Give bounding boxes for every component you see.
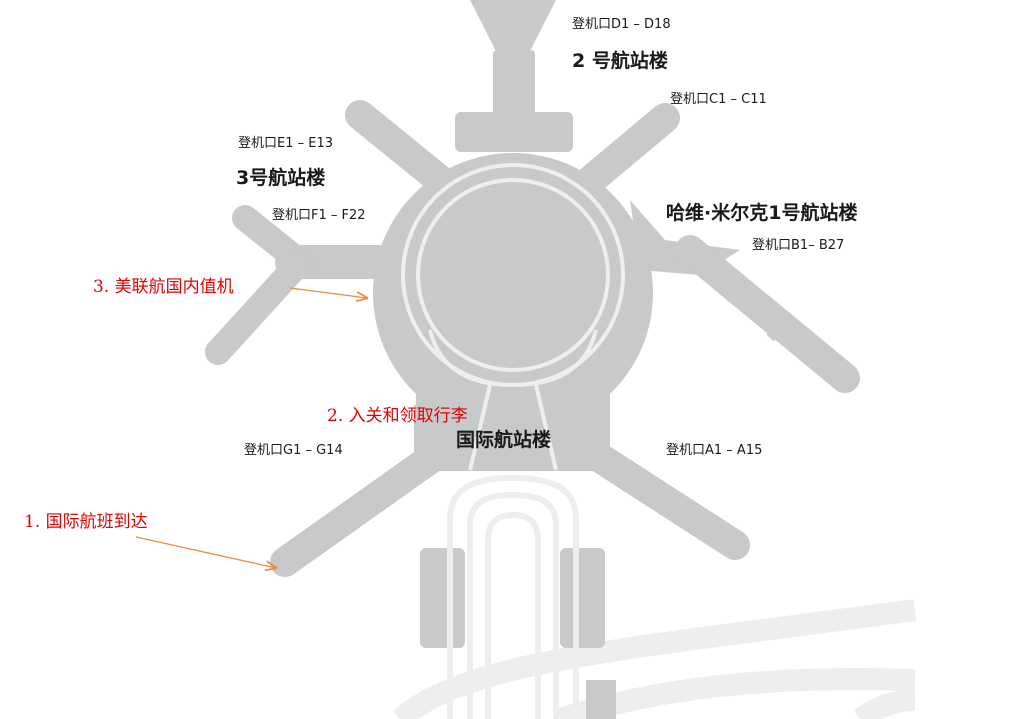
roadway-lines bbox=[392, 599, 917, 719]
gate-a-label: 登机口A1 – A15 bbox=[666, 443, 763, 458]
pier-b-stub-1 bbox=[721, 281, 744, 302]
annotation-step-2: 2. 入关和领取行李 bbox=[327, 406, 468, 426]
pier-b-stub-2 bbox=[766, 318, 789, 342]
terminal-3-label: 3号航站楼 bbox=[236, 167, 326, 189]
pier-c bbox=[570, 103, 680, 200]
annotation-step-1: 1. 国际航班到达 bbox=[24, 512, 148, 532]
garage-left bbox=[420, 548, 465, 648]
pier-f-spur-down bbox=[205, 249, 313, 365]
arrow-step-3 bbox=[289, 287, 367, 298]
terminal-2-block bbox=[455, 112, 573, 152]
annotation-step-3: 3. 美联航国内值机 bbox=[93, 277, 234, 297]
terminal-2-stem bbox=[493, 50, 535, 120]
garage-right bbox=[560, 548, 605, 648]
terminal-2-funnel bbox=[470, 0, 556, 55]
pier-e bbox=[345, 100, 455, 195]
terminal-2-label: 2 号航站楼 bbox=[572, 50, 668, 72]
arrow-step-1 bbox=[135, 536, 276, 568]
international-terminal-block bbox=[414, 405, 610, 471]
terminal-roadways bbox=[447, 474, 579, 719]
gate-g-label: 登机口G1 – G14 bbox=[244, 443, 343, 458]
gate-f-label: 登机口F1 – F22 bbox=[272, 208, 366, 223]
gate-d-label: 登机口D1 – D18 bbox=[572, 17, 671, 32]
terminal-buildings bbox=[205, 0, 860, 719]
international-terminal-label: 国际航站楼 bbox=[456, 429, 552, 451]
terminal-1-label: 哈维·米尔克1号航站楼 bbox=[666, 202, 858, 224]
ring-details bbox=[401, 163, 625, 471]
pier-b bbox=[675, 235, 860, 393]
gate-b-label: 登机口B1– B27 bbox=[752, 238, 845, 253]
gate-c-label: 登机口C1 – C11 bbox=[670, 92, 767, 107]
bottom-right-building bbox=[586, 680, 616, 719]
gate-e-label: 登机口E1 – E13 bbox=[238, 136, 334, 151]
